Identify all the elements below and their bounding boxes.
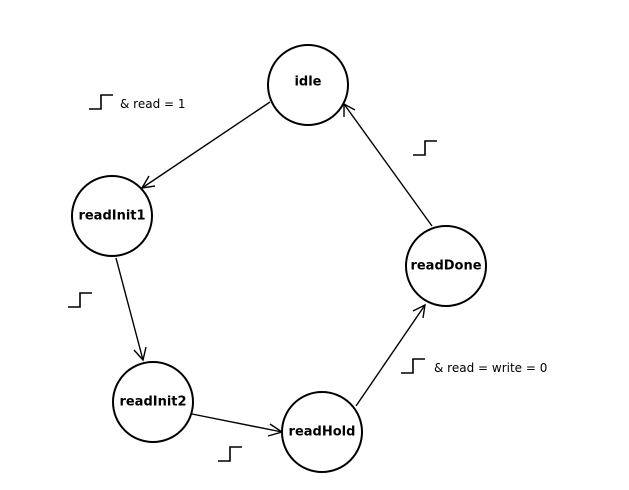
rising-edge-icon (89, 94, 113, 110)
state-circle (112, 361, 194, 443)
edge-readinit1-to-readinit2 (115, 257, 147, 362)
state-circle (281, 391, 363, 473)
edge-readdone-to-idle (343, 102, 433, 227)
arrowhead-icon (412, 303, 426, 319)
state-circle (71, 175, 153, 257)
transition-label-idle-to-readinit1: & read = 1 (89, 94, 186, 111)
state-idle: idle (267, 44, 349, 126)
state-label: readDone (410, 259, 481, 274)
rising-edge-icon (401, 358, 425, 374)
state-label: idle (294, 75, 321, 90)
transition-condition: & read = 1 (120, 97, 186, 111)
rising-edge-icon (68, 292, 92, 308)
transition-label-readdone-to-idle (413, 140, 437, 156)
edge-line (343, 103, 433, 227)
state-readhold: readHold (281, 391, 363, 473)
state-readinit1: readInit1 (71, 175, 153, 257)
edge-readhold-to-readdone (355, 303, 426, 407)
state-label: readInit2 (119, 395, 186, 410)
state-label: readInit1 (78, 209, 145, 224)
edge-line (115, 257, 144, 361)
state-circle (267, 44, 349, 126)
state-readinit2: readInit2 (112, 361, 194, 443)
state-circle (405, 225, 487, 307)
rising-edge-icon (413, 140, 437, 156)
transition-condition: & read = write = 0 (434, 361, 547, 375)
edge-readinit2-to-readhold (191, 413, 284, 437)
edge-line (141, 101, 271, 189)
transition-label-readinit2-to-readhold (218, 446, 242, 462)
transition-label-readhold-to-readdone: & read = write = 0 (401, 358, 547, 375)
rising-edge-icon (218, 446, 242, 462)
state-readdone: readDone (405, 225, 487, 307)
edge-line (191, 413, 283, 433)
state-label: readHold (289, 425, 356, 440)
arrowhead-icon (140, 175, 156, 189)
transition-label-readinit1-to-readinit2 (68, 292, 92, 308)
arrowhead-icon (133, 346, 147, 362)
edge-idle-to-readinit1 (140, 101, 271, 189)
edge-line (355, 304, 426, 407)
